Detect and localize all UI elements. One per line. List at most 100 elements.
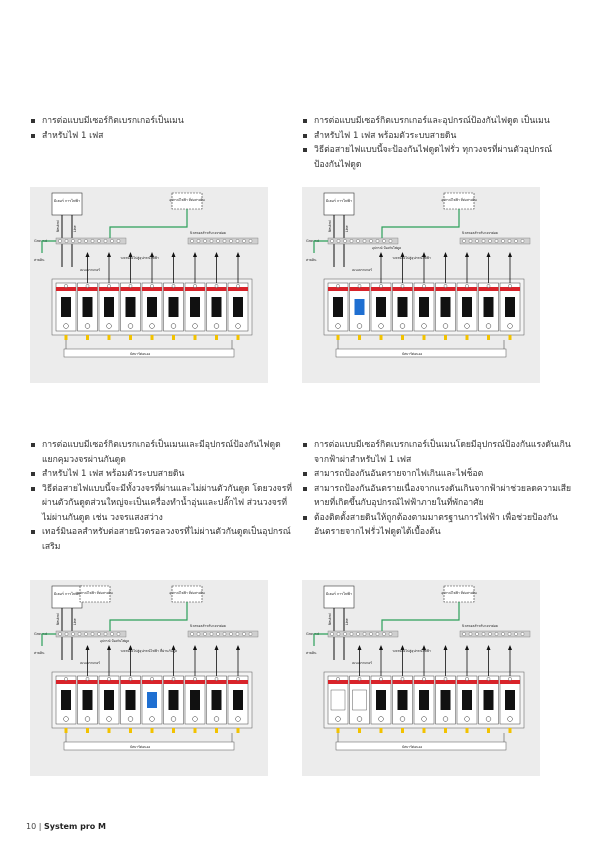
- terminal-screw-bottom: [84, 323, 91, 329]
- breaker-toggle: [190, 690, 200, 710]
- breaker-toggle: [462, 690, 472, 710]
- busbar-terminal: [401, 728, 404, 733]
- meter-box: [323, 585, 355, 609]
- neutral-label: Neutral: [328, 613, 332, 625]
- busbar-terminal: [465, 335, 469, 340]
- busbar-terminal: [422, 728, 426, 733]
- busbar: [63, 348, 235, 358]
- terminal-screw: [222, 632, 227, 636]
- terminal-screw: [388, 632, 393, 636]
- terminal-screw-bottom: [235, 323, 241, 329]
- breaker-toggle: [397, 690, 408, 710]
- terminal-screw: [242, 239, 246, 243]
- breaker-brand-strip: [185, 287, 205, 291]
- terminal-screw-bottom: [63, 323, 69, 329]
- terminal-screw: [481, 239, 486, 243]
- terminal-screw-bottom: [421, 323, 427, 329]
- terminal-screw: [520, 632, 525, 636]
- breaker-toggle: [419, 297, 429, 317]
- busbar-terminal: [487, 728, 490, 733]
- circuit-arrow: [85, 252, 90, 257]
- terminal-screw: [77, 239, 82, 243]
- neutral-terminal-label: นิวตรอลสำหรับวงจรย่อย: [190, 231, 226, 235]
- terminal-screw: [488, 632, 492, 636]
- breaker-brand-strip: [328, 287, 348, 291]
- circuit-arrow: [465, 252, 469, 257]
- terminal-screw-top: [336, 284, 340, 288]
- meter-label: มิเตอร์ การไฟฟ้า: [326, 198, 352, 203]
- terminal-screw-top: [379, 677, 383, 681]
- terminal-screw: [209, 239, 214, 243]
- terminal-screw: [330, 239, 334, 243]
- circuit-arrow: [128, 645, 133, 650]
- neutral-label: Neutral: [56, 220, 60, 232]
- busbar-terminal: [172, 335, 175, 340]
- breaker-toggle: [376, 297, 386, 317]
- neutral-terminal-label: นิวตรอลสำหรับวงจรย่อย: [462, 231, 498, 235]
- circuit-arrow: [193, 645, 197, 650]
- bullet-item: ต้องติดตั้งสายดินให้ถูกต้องตามมาตรฐานการ…: [302, 511, 572, 540]
- rcd-label: อุปกรณ์ ป้องกันไฟดูด: [372, 246, 401, 251]
- terminal-screw: [216, 632, 220, 636]
- rcd-toggle: [354, 299, 365, 315]
- breaker-toggle: [125, 690, 136, 710]
- breaker-toggle: [505, 297, 515, 317]
- terminal-screw-top: [357, 284, 362, 288]
- circuit-arrow: [171, 252, 176, 257]
- breaker-brand-strip: [478, 287, 499, 291]
- line-label: Line: [345, 225, 349, 232]
- breaker-brand-strip: [77, 287, 98, 291]
- meter-box: [323, 192, 355, 216]
- circuit-label: วงจรย่อยไปสู่อุปกรณ์ไฟฟ้า: [392, 256, 431, 261]
- terminal-screw: [468, 632, 473, 636]
- busbar: [63, 741, 235, 751]
- circuit-label: วงจรย่อยไปสู่อุปกรณ์ไฟฟ้า ที่ผ่านกันดูด: [120, 648, 177, 654]
- terminal-screw: [507, 239, 512, 243]
- terminal-screw: [229, 632, 233, 636]
- bullet-item: สำหรับไฟ 1 เฟส พร้อมตัวระบบสายดิน: [30, 467, 294, 482]
- terminal-screw: [375, 239, 380, 243]
- ground-wire: [313, 240, 328, 253]
- breaker-brand-strip: [228, 287, 248, 291]
- terminal-screw-bottom: [213, 323, 220, 329]
- busbar-terminal: [236, 728, 240, 733]
- main-breaker-label: เมนเบรกเกอร์: [80, 268, 100, 272]
- terminal-screw: [97, 239, 101, 243]
- terminal-screw: [475, 239, 479, 243]
- rcd-label: อุปกรณ์ ป้องกันไฟดูด: [100, 639, 129, 644]
- terminal-screw-top: [508, 677, 512, 681]
- terminal-screw-top: [214, 284, 219, 288]
- ground-wire-label: สายดิน: [34, 258, 45, 262]
- ground-wire: [41, 240, 56, 253]
- terminal-screw: [343, 239, 347, 243]
- terminal-screw: [97, 632, 101, 636]
- circuit-arrow: [236, 645, 240, 650]
- terminal-screw: [494, 239, 499, 243]
- terminal-screw: [388, 239, 393, 243]
- breaker-brand-strip: [371, 287, 391, 291]
- terminal-screw: [190, 632, 194, 636]
- terminal-screw: [369, 632, 373, 636]
- terminal-screw-bottom: [464, 323, 470, 329]
- terminal-screw-top: [443, 677, 448, 681]
- breaker-brand-strip: [120, 680, 141, 684]
- neutral-terminal-label: นิวตรอลสำหรับวงจรย่อย: [462, 624, 498, 628]
- terminal-screw-top: [400, 677, 405, 681]
- busbar-terminal: [358, 335, 361, 340]
- terminal-screw: [462, 239, 466, 243]
- ground-wire-label: สายดิน: [306, 258, 317, 262]
- breaker-toggle: [168, 690, 179, 710]
- terminal-screw: [116, 632, 121, 636]
- bullet-item: สามารถป้องกันอันตรายเนื่องจากแรงดันเกินจ…: [302, 482, 572, 511]
- breaker-toggle: [462, 297, 472, 317]
- main-breaker-label: เมนเบรกเกอร์: [352, 268, 372, 272]
- terminal-screw-bottom: [170, 716, 177, 722]
- busbar: [335, 741, 507, 751]
- busbar-terminal: [172, 728, 175, 733]
- terminal-screw: [362, 239, 367, 243]
- line-label: Line: [345, 618, 349, 625]
